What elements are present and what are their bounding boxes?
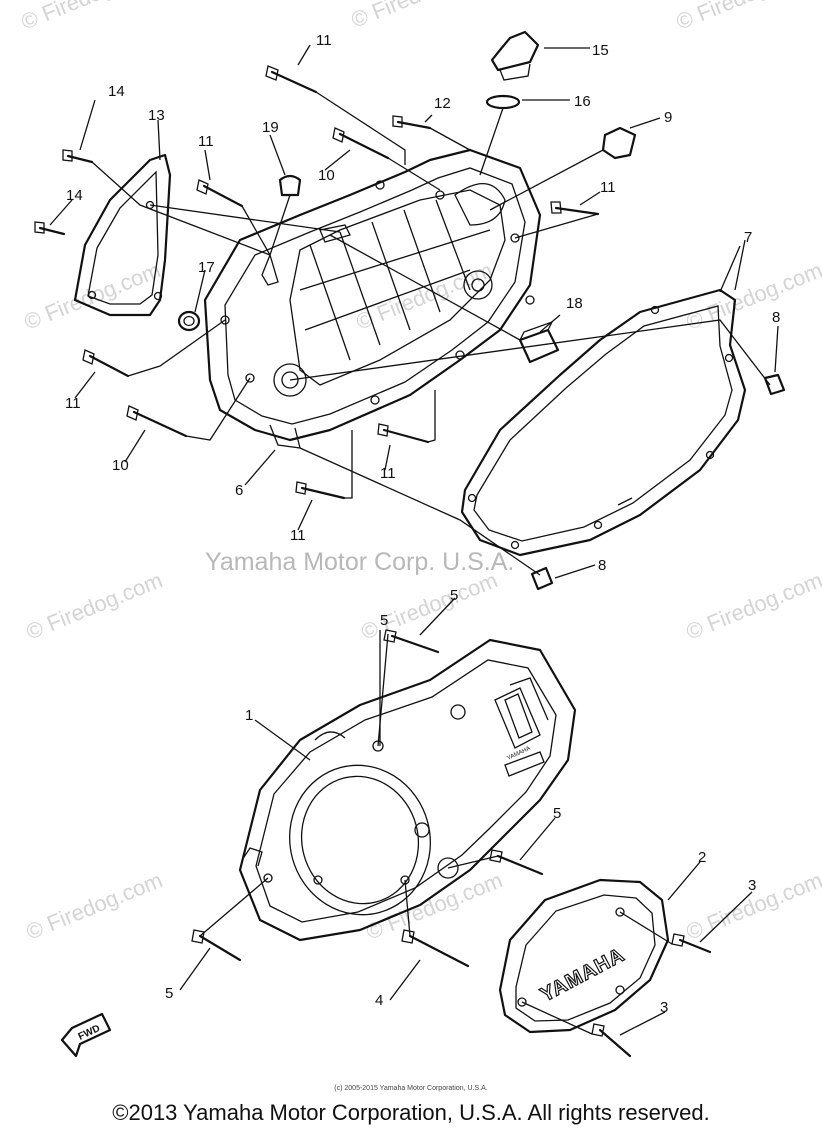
bolt [332,127,390,160]
callout-11: 11 [65,395,81,412]
bolt [591,1023,632,1058]
watermark: © Firedog.com [683,567,822,644]
callout-3: 3 [748,877,756,894]
watermark: © Firedog.com [358,567,501,644]
callout-5: 5 [165,985,173,1002]
callout-11: 11 [600,179,616,196]
bolt [377,423,430,444]
callout-15: 15 [592,42,609,59]
callout-2: 2 [698,849,706,866]
small-copyright: (c) 2005-2015 Yamaha Motor Corporation, … [334,1085,487,1092]
dowel-pin [530,566,554,591]
watermark: © Firedog.com [348,0,491,33]
forward-arrow-icon: FWD [60,1012,112,1058]
callout-11: 11 [198,133,214,150]
watermark: © Firedog.com [683,257,822,334]
watermark: © Firedog.com [18,0,161,35]
center-watermark: Yamaha Motor Corp. U.S.A. [205,548,514,576]
oil-seal [177,310,201,332]
plug [278,174,302,197]
callout-9: 9 [664,109,672,126]
watermark: © Firedog.com [363,867,506,944]
generator-cover: YAMAHA [498,878,670,1034]
callout-14: 14 [108,83,125,100]
callout-5: 5 [380,612,388,629]
bolt [550,201,600,216]
cover-logo: YAMAHA [537,944,629,1007]
bolt [671,933,712,954]
watermark: © Firedog.com [21,257,164,334]
callout-5: 5 [450,587,458,604]
callout-12: 12 [434,95,451,112]
copyright-footer: ©2013 Yamaha Motor Corporation, U.S.A. A… [112,1100,709,1125]
callout-17: 17 [198,259,215,276]
crankcase-cover-main [238,638,577,942]
callout-18: 18 [566,295,583,312]
bolt [196,179,244,208]
side-cover-plate [73,153,172,317]
callout-11: 11 [380,465,396,482]
bolt [489,849,544,876]
callout-19: 19 [262,119,279,136]
callout-6: 6 [235,482,243,499]
bolt [401,929,470,968]
o-ring [485,94,521,110]
callout-5: 5 [553,805,561,822]
bolt [295,481,346,500]
callout-8: 8 [598,557,606,574]
bolt [126,405,188,438]
callout-10: 10 [112,457,129,474]
leader-lines [49,44,779,1036]
bolt [62,149,94,164]
callout-4: 4 [375,992,383,1009]
bolt [392,115,432,130]
bolt [265,65,318,94]
callout-7: 7 [744,229,752,246]
oil-filler-cap [490,30,540,81]
bolt [82,349,130,378]
callout-11: 11 [290,527,306,544]
cover-gasket [460,288,747,557]
bolt [34,221,66,236]
bolt [383,629,440,654]
watermark: © Firedog.com [23,867,166,944]
bolt [191,929,242,962]
watermark: © Firedog.com [673,0,816,35]
callout-1: 1 [245,707,253,724]
dowel-pin [763,373,786,396]
callout-16: 16 [574,93,591,110]
callout-10: 10 [318,167,335,184]
callout-13: 13 [148,107,165,124]
damper [601,126,637,160]
rubber-block [518,320,560,364]
callout-11: 11 [316,32,332,49]
watermark: © Firedog.com [23,567,166,644]
callout-8: 8 [772,309,780,326]
crankcase-cover [203,148,542,449]
callout-labels: 1 2 3 3 4 5 5 5 5 6 7 8 8 9 10 10 10 11 … [65,32,780,1016]
callout-3: 3 [660,999,668,1016]
callout-14: 14 [66,187,83,204]
